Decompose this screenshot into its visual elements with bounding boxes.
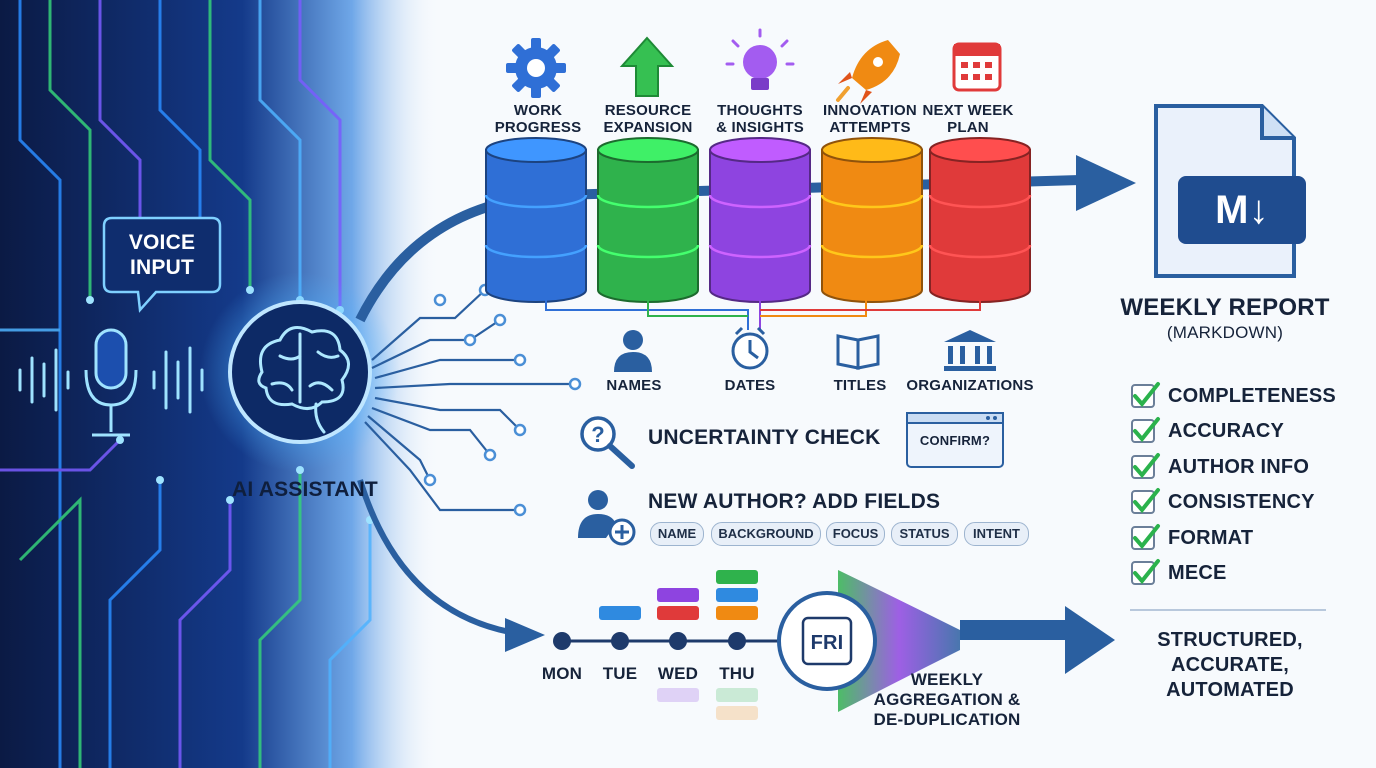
building-icon: [944, 330, 996, 371]
sound-wave-icon: [18, 346, 204, 414]
flow-arrow-bottom-head: [505, 618, 545, 652]
branch-lines: [364, 289, 575, 512]
ai-assistant-label: AI ASSISTANT: [232, 478, 378, 501]
up-arrow-icon: [619, 36, 675, 97]
check-item-author-info: AUTHOR INFO: [1168, 456, 1310, 478]
confirm-dialog: [906, 412, 1004, 468]
field-chip-status: STATUS: [891, 522, 958, 546]
category-label-thoughts-insights: THOUGHTS& INSIGHTS: [716, 102, 804, 136]
entity-label-organizations: ORGANIZATIONS: [906, 377, 1034, 394]
brain-icon: [257, 326, 350, 434]
voice-input-bubble: [102, 216, 222, 313]
aggregation-funnel: [838, 570, 960, 712]
person-icon: [614, 330, 652, 372]
checkbox-icon: [1131, 417, 1160, 443]
daily-bars: [599, 570, 758, 720]
check-item-accuracy: ACCURACY: [1168, 420, 1285, 442]
markdown-document-icon: [1154, 104, 1306, 278]
check-item-consistency: CONSISTENCY: [1168, 491, 1315, 513]
cylinder-calendar: [928, 137, 1032, 303]
check-item-format: FORMAT: [1168, 527, 1254, 549]
cylinder-up-arrow: [596, 137, 700, 303]
flow-arrow-bottom: [357, 479, 511, 635]
friday-calendar-icon: [801, 616, 853, 666]
report-subtitle: (MARKDOWN): [1166, 323, 1284, 342]
cylinder-connectors: [545, 292, 981, 330]
report-title: WEEKLY REPORT: [1120, 294, 1330, 321]
checkbox-icon: [1131, 453, 1160, 479]
field-chip-focus: FOCUS: [826, 522, 885, 546]
entity-label-dates: DATES: [724, 377, 776, 394]
new-author-label: NEW AUTHOR? ADD FIELDS: [648, 490, 941, 513]
add-person-icon: [578, 490, 636, 546]
field-chip-name: NAME: [650, 522, 704, 546]
outcome-label: STRUCTURED,ACCURATE,AUTOMATED: [1157, 629, 1303, 701]
cylinder-rocket: [820, 137, 924, 303]
circuit-traces: [0, 0, 372, 768]
checkbox-icon: [1131, 524, 1160, 550]
checkbox-icon: [1131, 559, 1160, 585]
checkbox-icon: [1131, 382, 1160, 408]
friday-label: FRI: [810, 632, 844, 654]
day-label-thu: THU: [719, 664, 755, 683]
cylinder-gear: [484, 137, 588, 303]
magnifier-question-icon: ?: [580, 416, 635, 469]
category-cylinders: [484, 137, 1032, 303]
field-chip-intent: INTENT: [964, 522, 1029, 546]
field-chip-background: BACKGROUND: [711, 522, 821, 546]
svg-text:?: ?: [591, 422, 604, 447]
confirm-button[interactable]: CONFIRM?: [919, 433, 991, 448]
entity-label-titles: TITLES: [833, 377, 887, 394]
checklist-boxes: [1131, 382, 1160, 585]
gear-icon: [506, 38, 566, 98]
book-icon: [836, 334, 880, 370]
checkbox-icon: [1131, 488, 1160, 514]
check-item-mece: MECE: [1168, 562, 1227, 584]
entity-label-names: NAMES: [606, 377, 662, 394]
check-item-completeness: COMPLETENESS: [1168, 385, 1336, 407]
calendar-icon: [952, 42, 1002, 92]
flow-arrow-top-head: [1076, 155, 1136, 211]
microphone-icon: [84, 328, 138, 437]
cylinder-lightbulb: [708, 137, 812, 303]
clock-icon: [731, 326, 769, 370]
uncertainty-check-label: UNCERTAINTY CHECK: [648, 426, 881, 449]
markdown-badge: M↓: [1215, 188, 1269, 232]
day-label-tue: TUE: [602, 664, 638, 683]
rocket-icon: [836, 40, 900, 104]
day-label-mon: MON: [541, 664, 583, 683]
lightbulb-icon: [725, 28, 795, 90]
branch-nodes: [423, 283, 582, 517]
timeline-nodes: [553, 632, 746, 650]
day-label-wed: WED: [657, 664, 699, 683]
